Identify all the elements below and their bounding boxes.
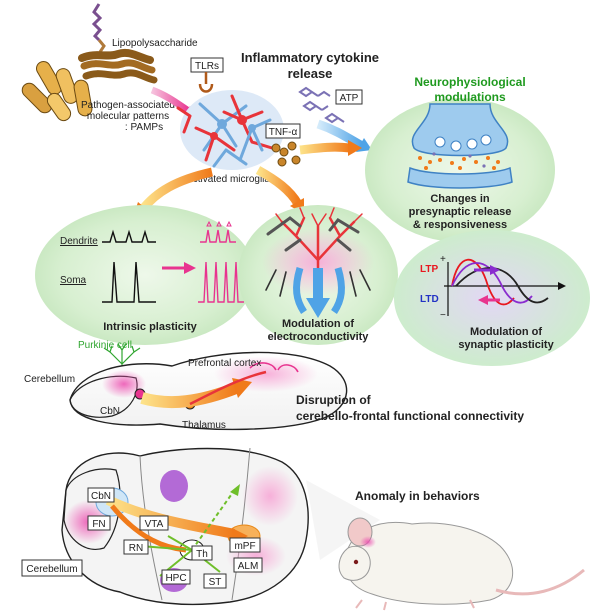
- purkinje-label: Purkinje cell: [78, 340, 132, 351]
- baseline-curve: [455, 267, 549, 304]
- dorsal-hpc-box: [161, 569, 191, 585]
- modulations-title-2: modulations: [434, 90, 506, 104]
- dorsal-green-arrow-head: [230, 484, 240, 496]
- dorsal-cbn-box: [87, 487, 115, 503]
- presynaptic-label-1: Changes in: [430, 193, 490, 205]
- intrinsic-bubble: [35, 205, 255, 345]
- tnf-arrow-head: [348, 140, 362, 156]
- synaptic-minus: −: [440, 310, 446, 321]
- dorsal-mpf-label: mPF: [234, 541, 255, 552]
- dendrite-label: Dendrite: [60, 236, 98, 247]
- cytokine-title-2: release: [288, 66, 333, 81]
- sagittal-prefrontal-label: Prefrontal cortex: [188, 358, 261, 369]
- dorsal-st-box: [203, 573, 227, 589]
- dorsal-fn-box: [87, 515, 111, 531]
- atp-box: [335, 89, 363, 105]
- dorsal-alm-label: ALM: [238, 561, 259, 572]
- tnf-molecules: [271, 141, 301, 167]
- dorsal-vta-box: [139, 515, 169, 531]
- dorsal-mpf-box: [229, 537, 261, 553]
- soma-label: Soma: [60, 275, 87, 286]
- dorsal-th-box: [191, 545, 213, 561]
- anomaly-label: Anomaly in behaviors: [355, 489, 480, 503]
- arrow-to-electro: [255, 166, 302, 207]
- dorsal-cerebellum-box: [21, 559, 83, 577]
- sagittal-cerebellum-glow: [102, 370, 146, 398]
- plasticity-arrow-head: [184, 262, 196, 274]
- prefrontal-neurons: [249, 362, 299, 373]
- electro-center-arrow-head: [306, 298, 330, 318]
- synaptic-x-axis-head: [558, 282, 566, 290]
- atp-label: ATP: [340, 93, 359, 104]
- tnf-box: [265, 123, 301, 139]
- intrinsic-label: Intrinsic plasticity: [103, 321, 197, 333]
- ltd-shift-arrow-head: [478, 295, 488, 305]
- ltd-label: LTD: [420, 294, 439, 305]
- tnf-arrow: [299, 142, 351, 155]
- dorsal-st-label: ST: [209, 577, 222, 588]
- dorsal-cerebellum-label: Cerebellum: [26, 564, 77, 575]
- presynaptic-label-3: & responsiveness: [413, 219, 507, 231]
- dendrite-trace-after: [200, 229, 236, 243]
- dorsal-cbn-to-mpf-arrow: [105, 495, 236, 539]
- dorsal-hpc-label: HPC: [165, 573, 186, 584]
- dorsal-th-label: Th: [196, 549, 208, 560]
- electro-blue-arrow: [293, 266, 307, 314]
- dorsal-rn-label: RN: [129, 543, 143, 554]
- ltp-shift-arrow-head: [490, 265, 500, 275]
- sagittal-cerebellum-outline: [69, 375, 138, 418]
- pamps-label-2: molecular patterns: [87, 111, 169, 122]
- mid-curve: [451, 262, 533, 304]
- microglia-cluster: [176, 90, 284, 170]
- synaptic-plus: +: [440, 254, 446, 265]
- dendrite-spike-markers: [206, 220, 232, 227]
- mouse-illustration: [338, 517, 585, 611]
- dendrite-trace-before: [102, 229, 156, 243]
- atp-molecules: [298, 86, 345, 124]
- pamps-label-3: : PAMPs: [125, 122, 163, 133]
- ltp-label: LTP: [420, 264, 438, 275]
- bacteria-cluster: [21, 48, 158, 122]
- disruption-label-2: cerebello-frontal functional connectivit…: [296, 409, 524, 423]
- sagittal-thalamus-label: Thalamus: [182, 420, 226, 431]
- cbn-to-thalamus-arrow: [140, 382, 239, 409]
- lps-label: Lipopolysaccharide: [112, 38, 198, 49]
- electro-label-2: electroconductivity: [268, 331, 370, 343]
- dorsal-cbn-label: CbN: [91, 491, 111, 502]
- dorsal-alm-box: [233, 557, 263, 573]
- lps-chain: [91, 3, 106, 53]
- tnf-label: TNF-α: [269, 127, 298, 138]
- atp-arrow: [316, 119, 365, 150]
- behavior-beam: [306, 480, 380, 560]
- dorsal-rn-box: [123, 539, 149, 555]
- pamps-label-1: Pathogen-associated: [81, 100, 175, 111]
- microglia-label: Activated microglia: [186, 174, 270, 185]
- disruption-label-1: Disruption of: [296, 393, 372, 407]
- sagittal-cbn-label: CbN: [100, 406, 120, 417]
- sagittal-cerebellum-label: Cerebellum: [24, 374, 75, 385]
- soma-trace-before: [102, 261, 156, 303]
- tlr-receptor-icon: [198, 72, 214, 93]
- electro-label-1: Modulation of: [282, 318, 354, 330]
- purkinje-dendrite-tree: [265, 207, 371, 300]
- tlrs-label: TLRs: [195, 61, 219, 72]
- thalamus-to-prefrontal-path: [189, 370, 267, 406]
- electro-blue-arrow-2: [331, 266, 345, 314]
- arrow-to-intrinsic: [138, 167, 213, 213]
- synapse-illustration: [407, 103, 513, 189]
- synaptic-label-1: Modulation of: [470, 326, 542, 338]
- dorsal-fn-label: FN: [92, 519, 105, 530]
- synaptic-bubble: [394, 230, 590, 366]
- cbn-to-prefrontal-arrow-head: [232, 378, 252, 398]
- soma-trace-after: [198, 261, 244, 303]
- dorsal-vta-label: VTA: [145, 519, 164, 530]
- cytokine-title-1: Inflammatory cytokine: [241, 50, 379, 65]
- ltp-curve: [451, 258, 515, 306]
- synaptic-label-2: synaptic plasticity: [458, 339, 554, 351]
- modulations-title-1: Neurophysiological: [414, 75, 525, 89]
- presynaptic-label-2: presynaptic release: [409, 206, 512, 218]
